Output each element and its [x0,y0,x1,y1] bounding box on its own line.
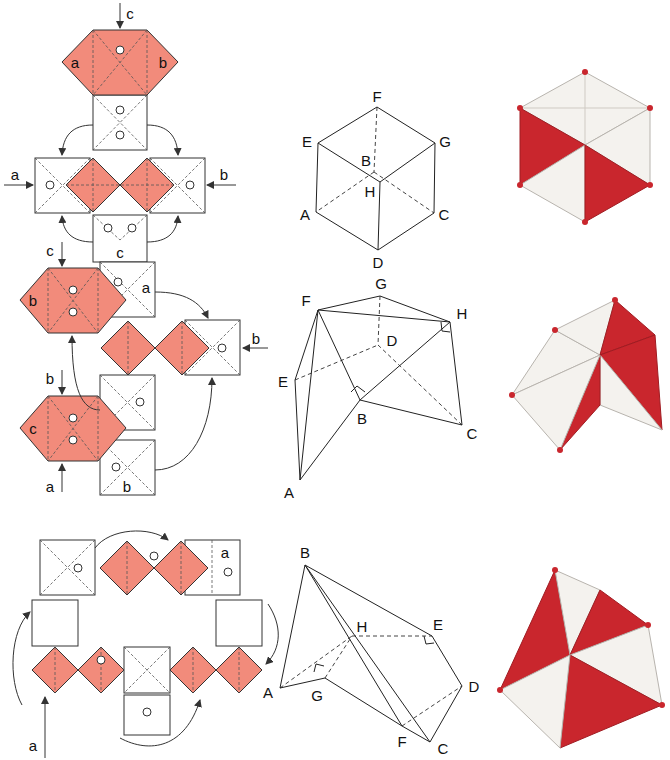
cube-wireframe [316,107,435,250]
solid-wireframe-3 [280,565,462,742]
vertex-label: E [433,617,443,632]
vertex-label: D [373,255,384,270]
face-letter: a [71,55,79,70]
cube-model-photo [517,69,653,225]
model-photo-2 [509,297,662,453]
net-cube [4,3,236,262]
vertex-label: F [372,89,381,104]
vertex-label: A [300,207,310,222]
fold-letter: b [46,371,54,386]
vertex-label: B [300,545,310,560]
vertex-label: H [357,619,368,634]
face-letter: c [116,245,124,260]
fold-letter: c [46,243,54,258]
vertex-label: A [284,485,294,500]
face-letter: c [29,421,37,436]
fold-letter: b [252,331,260,346]
face-letter: b [159,55,167,70]
face-letter: b [123,479,131,494]
model-photo-3 [497,567,665,748]
face-letter: a [142,280,150,295]
vertex-label: H [365,184,376,199]
vertex-label: C [438,741,449,756]
vertex-label: E [302,134,312,149]
net-third [13,531,278,758]
fold-letter: a [46,479,54,494]
face-letter: a [221,545,229,560]
fold-letter: b [220,167,228,182]
vertex-label: C [439,207,450,222]
fold-letter: c [126,6,134,21]
vertex-label: A [263,685,273,700]
vertex-label: F [397,734,406,749]
vertex-label: G [375,276,387,291]
vertex-label: D [469,679,480,694]
vertex-label: B [361,153,371,168]
face-letter: b [29,293,37,308]
vertex-label: E [278,374,288,389]
vertex-label: B [357,411,367,426]
fold-letter: a [29,738,37,753]
vertex-label: G [439,134,451,149]
vertex-label: F [301,293,310,308]
fold-letter: a [11,167,19,182]
net-second [20,242,268,495]
solid-wireframe-2 [295,296,462,480]
vertex-label: C [467,426,478,441]
vertex-label: D [387,333,398,348]
vertex-label: H [457,306,468,321]
vertex-label: G [311,688,323,703]
